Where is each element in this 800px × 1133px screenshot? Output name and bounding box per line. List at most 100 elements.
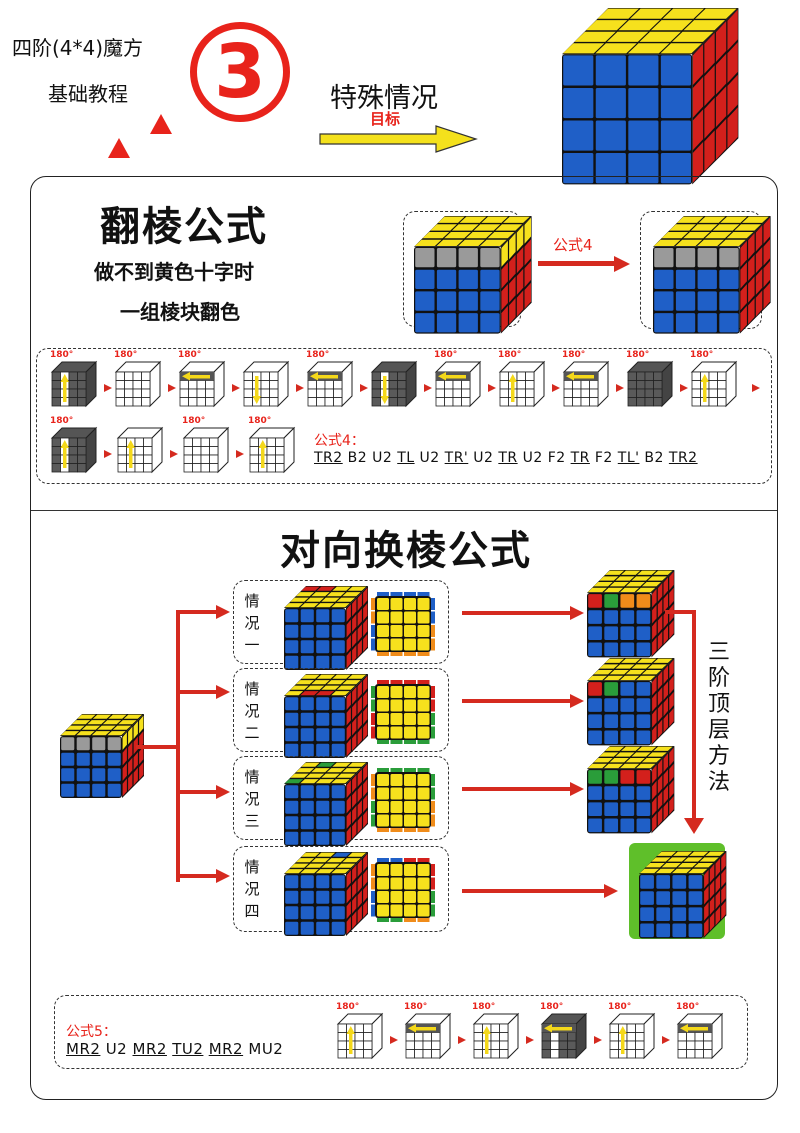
case-topview-icon (371, 680, 435, 744)
formula5-label: 公式5： (66, 1024, 117, 1040)
step-arrow-icon (168, 384, 176, 392)
tree-line (665, 610, 695, 614)
case-cube-icon (284, 852, 368, 936)
formula-move: TR2 (668, 450, 698, 466)
step-cube-icon (434, 360, 482, 408)
step-arrow-icon (752, 384, 760, 392)
step-arrow-icon (526, 1036, 534, 1044)
step-arrow-icon (296, 384, 304, 392)
tree-line (692, 610, 696, 822)
step-arrow-icon (390, 1036, 398, 1044)
formula-move: MR2 (66, 1040, 101, 1058)
formula-move: B2 (644, 450, 664, 466)
rotation-degree-label: 180° (404, 1002, 428, 1012)
solved-cube-result-icon (639, 851, 727, 939)
step-cube: 180° (498, 350, 546, 412)
step-cube-icon (306, 360, 354, 408)
step-cube: 180° (336, 1002, 384, 1064)
triangle-icon (150, 114, 172, 134)
step-cube: 180° (114, 350, 162, 412)
step-cube: 180° (182, 416, 230, 478)
rotation-degree-label: 180° (178, 350, 202, 360)
tree-line (176, 612, 180, 882)
step-cube: 180° (50, 416, 98, 478)
step-arrow-icon (594, 1036, 602, 1044)
step-cube-icon (182, 426, 230, 474)
section1-subtitle2: 一组棱块翻色 (120, 300, 240, 324)
step-cube: 180° (50, 350, 98, 412)
step-cube-icon (562, 360, 610, 408)
formula5-steps-box (54, 995, 748, 1069)
rotation-degree-label: 180° (50, 416, 74, 426)
case-label: 情况一 (244, 592, 260, 654)
step-cube-icon (50, 426, 98, 474)
tree-line (136, 745, 178, 749)
formula-move: U2 (419, 450, 440, 466)
step-arrow-icon (236, 450, 244, 458)
formula-move: TR (570, 450, 590, 466)
step-arrow-icon (360, 384, 368, 392)
step-cube: 180° (676, 1002, 724, 1064)
section-divider (31, 510, 777, 511)
rotation-degree-label: 180° (562, 350, 586, 360)
rotation-degree-label: 180° (626, 350, 650, 360)
rotation-degree-label: 180° (472, 1002, 496, 1012)
case-cube-icon (284, 762, 368, 846)
rotation-degree-label: 180° (540, 1002, 564, 1012)
section2-title: 对向换棱公式 (280, 528, 532, 574)
step-cube: 180° (626, 350, 674, 412)
step-cube-icon (608, 1012, 656, 1060)
step-arrow-icon (104, 384, 112, 392)
step-cube-icon (626, 360, 674, 408)
formula-move: TR2 (314, 450, 343, 466)
step-cube: 180° (690, 350, 738, 412)
case-label: 情况四 (244, 858, 260, 920)
formula-move: MR2 (208, 1040, 244, 1058)
rotation-degree-label: 180° (676, 1002, 700, 1012)
step-arrow-icon (680, 384, 688, 392)
formula-move: MR2 (132, 1040, 167, 1058)
formula-move: TR (498, 450, 518, 466)
rotation-degree-label: 180° (434, 350, 458, 360)
start-cube-icon (60, 714, 144, 798)
formula-move: TR' (444, 450, 469, 466)
case-result-cube-icon (587, 746, 675, 834)
case-arrow-icon (462, 782, 584, 796)
case-cube-icon (284, 674, 368, 758)
step-cube-icon (472, 1012, 520, 1060)
case-arrow-icon (462, 606, 584, 620)
rotation-degree-label: 180° (336, 1002, 360, 1012)
formula-move: TU2 (172, 1040, 204, 1058)
rotation-degree-label: 180° (498, 350, 522, 360)
formula-move: MU2 (248, 1040, 284, 1058)
formula-move: B2 (347, 450, 368, 466)
step-cube: 180° (306, 350, 354, 412)
step-cube-icon (370, 360, 418, 408)
case-topview-icon (371, 768, 435, 832)
step-arrow-icon (488, 384, 496, 392)
formula4-moves: TR2 B2 U2 TL U2 TR' U2 TR U2 F2 TR F2 TL… (314, 450, 698, 466)
triangle-icon (108, 138, 130, 158)
rotation-degree-label: 180° (50, 350, 74, 360)
case-topview-icon (371, 858, 435, 922)
tree-arrows (176, 605, 230, 883)
down-arrow-icon (684, 818, 704, 834)
content-frame (30, 176, 778, 1100)
step-cube-icon (404, 1012, 452, 1060)
formula-move: U2 (473, 450, 494, 466)
step-cube: 180° (472, 1002, 520, 1064)
step-cube-icon (498, 360, 546, 408)
formula5-moves: MR2 U2 MR2 TU2 MR2 MU2 (66, 1040, 283, 1058)
special-cases-label: 特殊情况 (330, 83, 438, 114)
step-cube-icon (336, 1012, 384, 1060)
step-arrow-icon (104, 450, 112, 458)
goal-arrow-icon (319, 125, 478, 153)
formula-move: F2 (547, 450, 566, 466)
cube-after-icon (653, 216, 771, 334)
step-cube: 180° (248, 416, 296, 478)
rotation-degree-label: 180° (182, 416, 206, 426)
formula-move: F2 (594, 450, 613, 466)
formula4-label: 公式4： (314, 433, 365, 449)
step-arrow-icon (552, 384, 560, 392)
rotation-degree-label: 180° (114, 350, 138, 360)
